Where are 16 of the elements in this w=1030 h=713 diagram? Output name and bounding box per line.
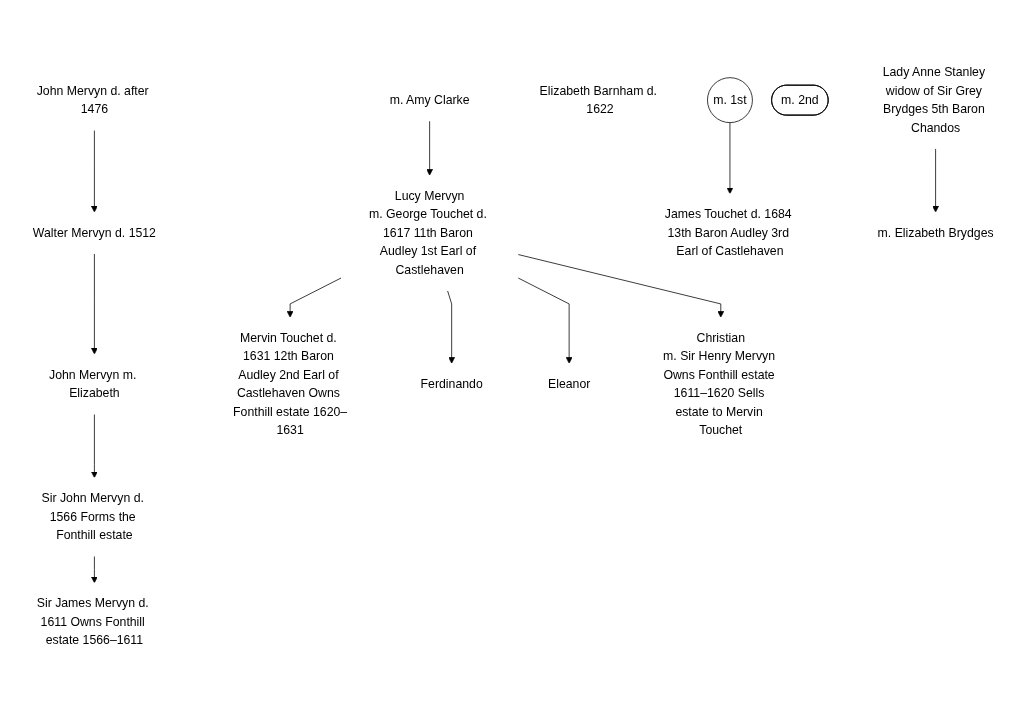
node-text: John Mervyn m. Elizabeth: [49, 368, 137, 400]
node-text: Eleanor: [547, 377, 591, 391]
node-text: Lucy Mervyn m. George Touchet d. 1617 11th Baron Audley 1st Earl of Castlehaven: [368, 189, 487, 276]
node-text: James Touchet d. 1684 13th Baron Audley 3rd Earl of Castlehaven: [664, 207, 792, 258]
node-circle: m. 1st: [707, 77, 753, 123]
node-text: John Mervyn d. after 1476: [36, 84, 149, 116]
node-text: Christian m. Sir Henry Mervyn Owns Fonthill estate 1611–1620 Sells estate to Mervin Touchet: [663, 331, 776, 437]
node-text: m. Elizabeth Brydges: [877, 226, 994, 240]
node-text: Walter Mervyn d. 1512: [32, 226, 156, 240]
node-text: Elizabeth Barnham d. 1622: [539, 84, 658, 116]
node-text: Lady Anne Stanley widow of Sir Grey Brydges 5th Baron Chandos: [882, 65, 986, 134]
node-text: Mervin Touchet d. 1631 12th Baron Audley 2nd Earl of Castlehaven Owns Fonthill estate 1620–1631: [233, 331, 348, 437]
node-text: m. Amy Clarke: [389, 93, 470, 107]
node-text: Ferdinando: [420, 377, 483, 391]
node-text: Sir James Mervyn d. 1611 Owns Fonthill estate 1566–1611: [36, 596, 149, 647]
node-text: Sir John Mervyn d. 1566 Forms the Fonthill estate: [41, 491, 144, 542]
